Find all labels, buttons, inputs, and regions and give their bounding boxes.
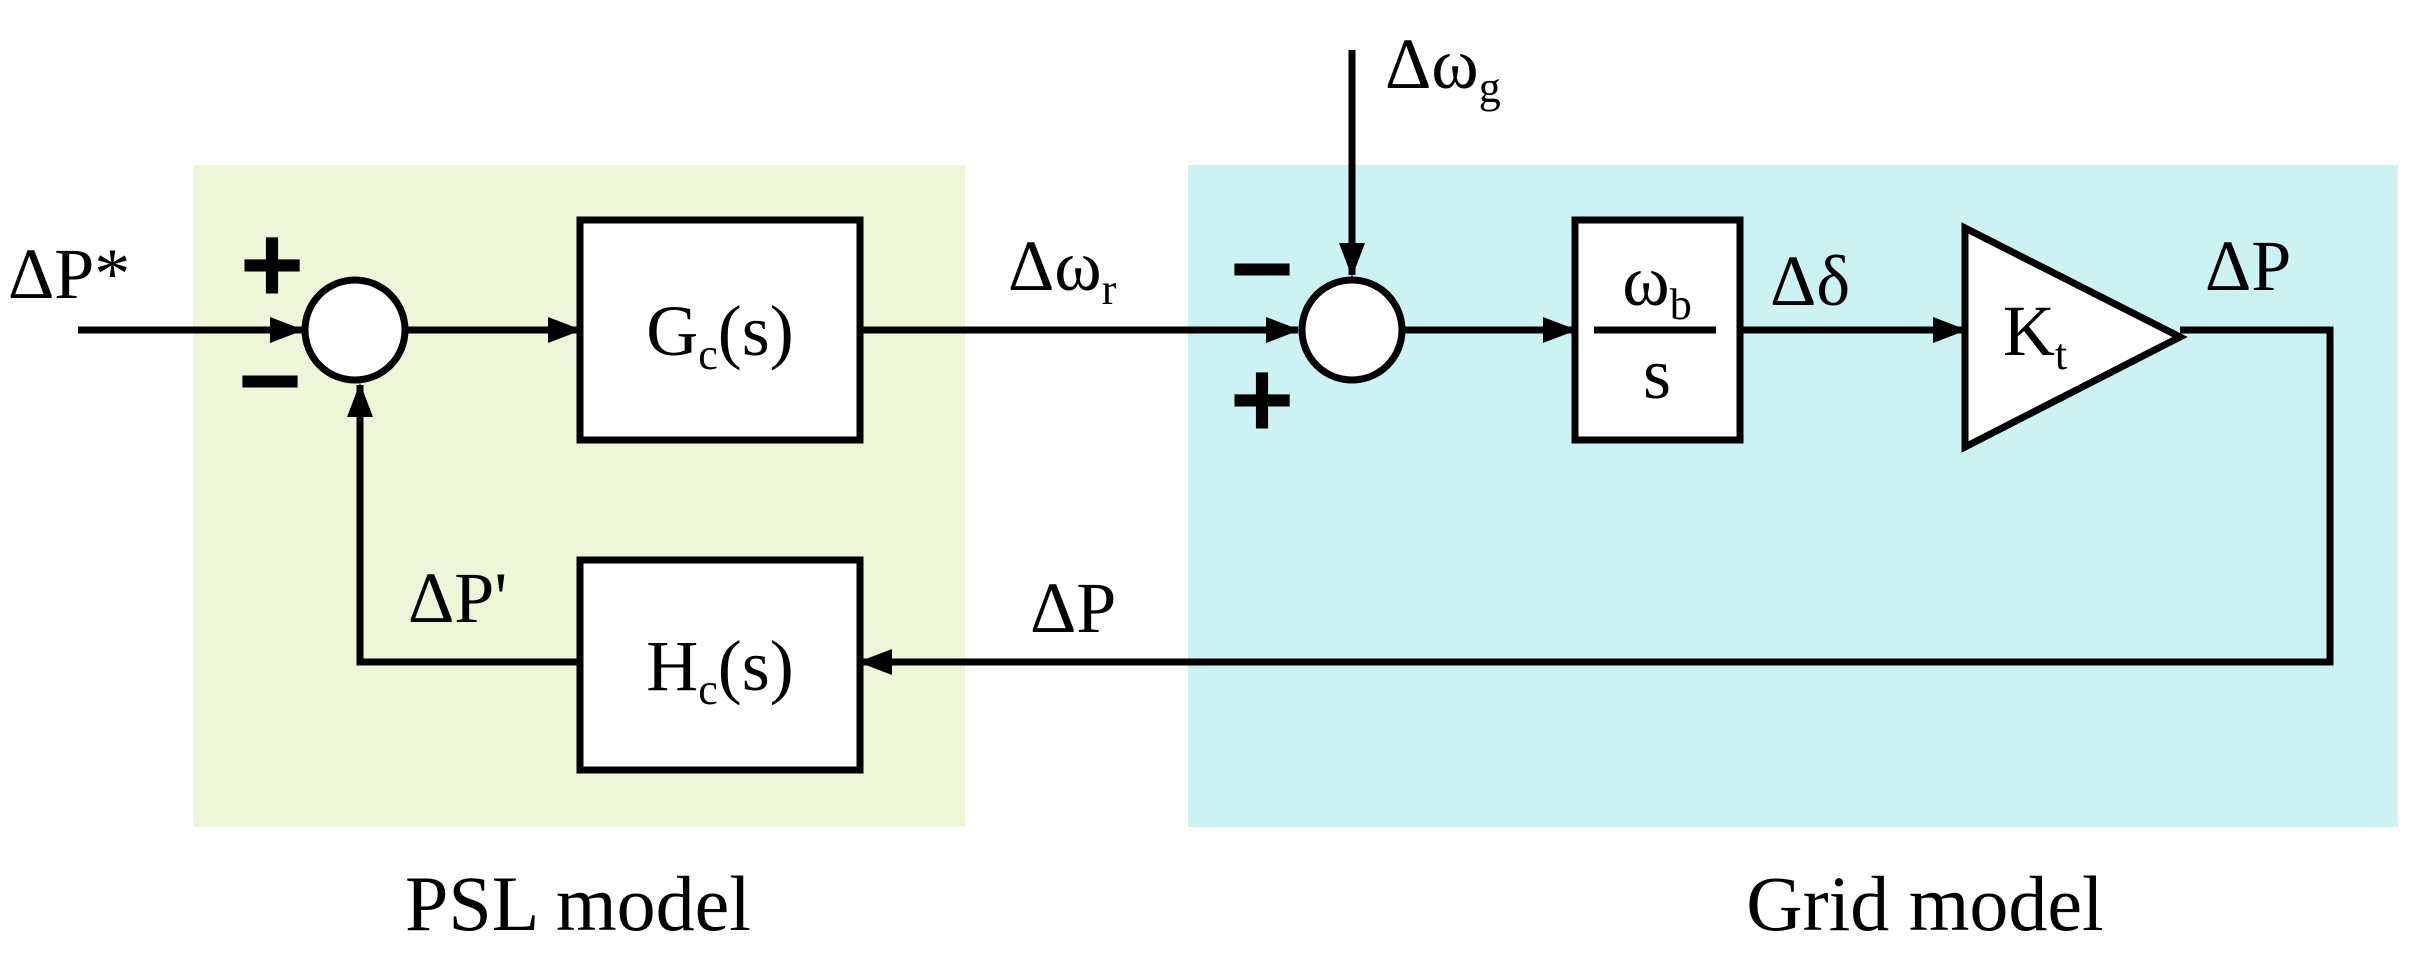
- omega-r-label: Δωr: [1008, 226, 1117, 314]
- summing-junction-2: [1298, 276, 1406, 384]
- p-prime-label: ΔP': [408, 558, 507, 638]
- integrator-numerator: ωb: [1622, 241, 1691, 329]
- sj1-plus-sign: +: [240, 203, 304, 326]
- p-ref-label: ΔP*: [8, 234, 130, 314]
- integrator-denominator: s: [1643, 334, 1671, 414]
- p-out-label: ΔP: [2205, 226, 2291, 306]
- gain-triangle: [1961, 222, 2188, 453]
- gain-label: Kt: [2003, 291, 2067, 379]
- gc-block-label: Gc(s): [646, 291, 794, 379]
- sj2-plus-sign: +: [1230, 338, 1294, 461]
- sj2-minus-sign: −: [1230, 207, 1294, 330]
- omega-g-label: Δωg: [1385, 24, 1501, 112]
- p-feedback-label: ΔP: [1030, 568, 1116, 648]
- hc-block: [576, 556, 864, 774]
- wire-feedback-loop: [858, 326, 2334, 675]
- summing-junction-1: [301, 276, 409, 384]
- gc-block: [576, 216, 864, 444]
- grid-model-label: Grid model: [1746, 860, 2103, 947]
- wire-hc-to-sj1: [347, 383, 580, 666]
- delta-label: Δδ: [1770, 241, 1850, 321]
- sj1-minus-sign: −: [238, 319, 302, 442]
- psl-model-label: PSL model: [405, 860, 751, 947]
- grid-model-region: [1188, 165, 2398, 827]
- hc-block-label: Hc(s): [646, 626, 794, 714]
